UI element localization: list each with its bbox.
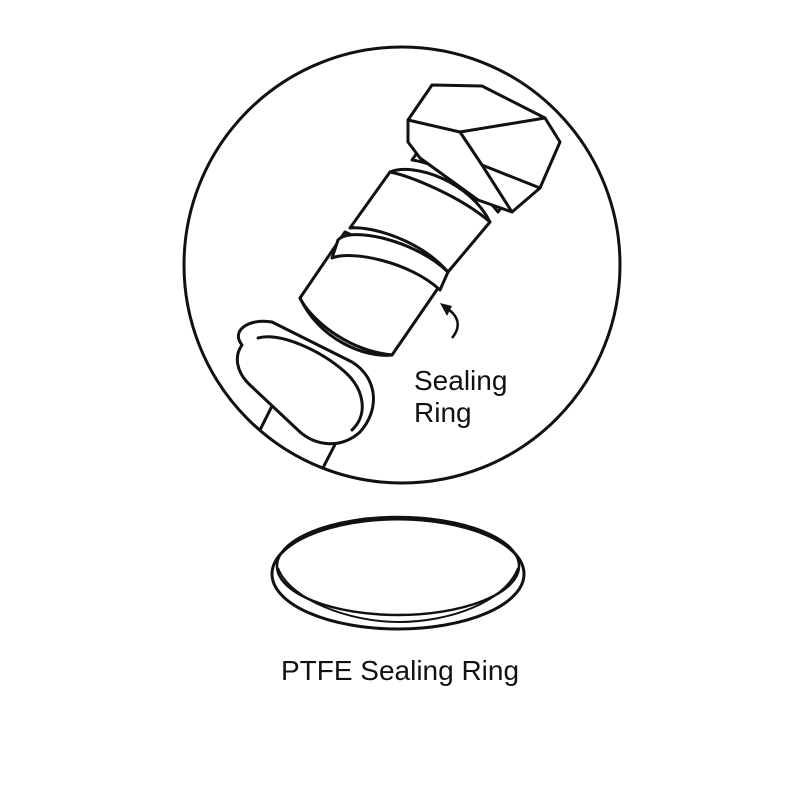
flange-collar	[235, 319, 375, 446]
ring-band-shade	[277, 567, 519, 624]
ring-outer-edge	[270, 517, 526, 631]
ptfe-ring	[270, 515, 526, 631]
ring-caption: PTFE Sealing Ring	[281, 655, 519, 686]
sealing-ring-band	[330, 233, 450, 292]
fitting-drawing	[184, 83, 562, 483]
ring-inner-edge	[275, 515, 521, 617]
leader-arrowhead	[440, 303, 452, 316]
callout-label-line1: Sealing	[414, 365, 507, 396]
callout-label-line2: Ring	[414, 397, 472, 428]
body-lower-end	[298, 296, 394, 357]
callout-leader	[440, 303, 459, 339]
body-upper-end	[388, 170, 492, 224]
flange-collar-face	[256, 335, 364, 432]
detail-view: Sealing Ring	[182, 45, 622, 485]
detail-circle-outline	[182, 45, 622, 485]
hex-nut-facets	[406, 116, 547, 214]
